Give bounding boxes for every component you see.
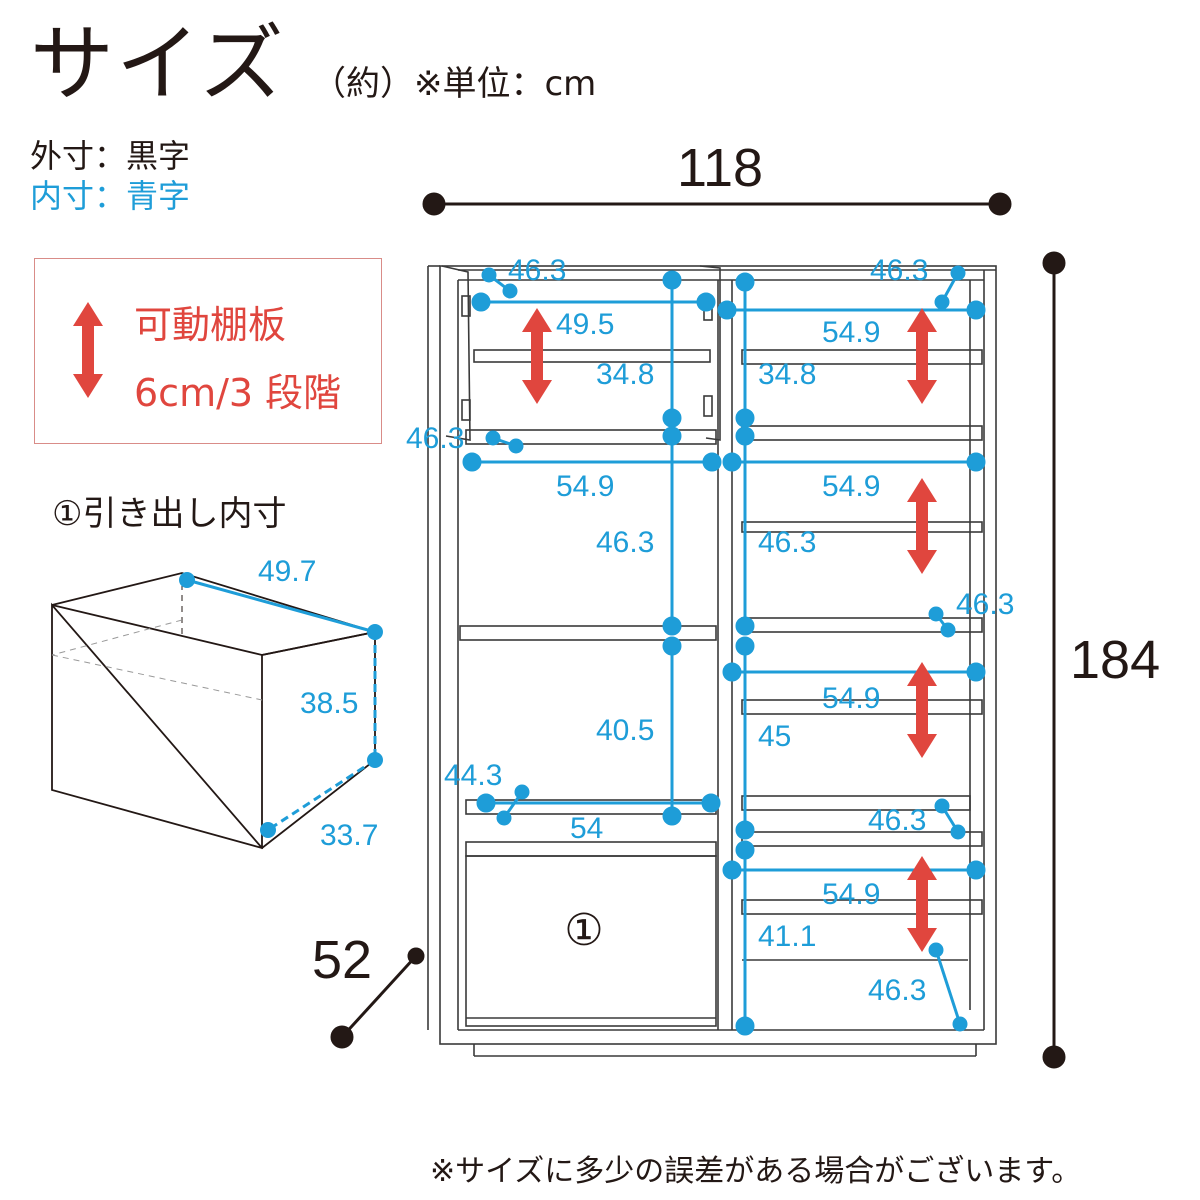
drawer-illustration	[51, 572, 376, 850]
dim-label: 54.9	[822, 316, 880, 349]
dim-label: 44.3	[444, 759, 502, 792]
unit-note: （約）※単位：cm	[312, 64, 597, 104]
inner-dimension-lines	[462, 265, 986, 1036]
dim-label: 45	[758, 720, 791, 753]
dim-label: 46.3	[406, 422, 464, 455]
outer-dimension-lines	[330, 192, 1066, 1069]
dim-label: 54	[570, 812, 603, 845]
movable-shelf-arrow-icon	[907, 308, 937, 404]
dim-label: 41.1	[758, 920, 816, 953]
dim-label: 46.3	[868, 974, 926, 1007]
drawer-width-label: 49.7	[258, 555, 316, 588]
dim-label: 46.3	[956, 588, 1014, 621]
dim-label: 54.9	[822, 878, 880, 911]
drawer-section-title: ①引き出し内寸	[52, 494, 287, 534]
page-title: サイズ	[30, 15, 286, 113]
dim-label: 46.3	[870, 254, 928, 287]
dim-label: 54.9	[822, 470, 880, 503]
dim-label: 46.3	[596, 526, 654, 559]
dim-label: 54.9	[556, 470, 614, 503]
dim-label: 46.3	[758, 526, 816, 559]
dim-label: 54.9	[822, 682, 880, 715]
legend-outer: 外寸：黒字	[30, 137, 191, 175]
outer-depth-label: 52	[312, 930, 372, 990]
dim-label: 34.8	[596, 358, 654, 391]
shelf-note-label: 可動棚板	[134, 303, 287, 347]
drawer-dimension-lines	[179, 572, 383, 838]
movable-shelf-arrow-icon	[907, 662, 937, 758]
cabinet-illustration	[427, 265, 997, 1057]
dim-label: 49.5	[556, 308, 614, 341]
shelf-note-box	[34, 258, 382, 444]
footnote: ※サイズに多少の誤差がある場合がございます。	[430, 1154, 1082, 1189]
dim-label: 46.3	[868, 804, 926, 837]
drawer-depth-label: 33.7	[320, 819, 378, 852]
movable-shelf-arrow-icon	[907, 478, 937, 574]
outer-width-label: 118	[677, 138, 763, 198]
drawer-height-label: 38.5	[300, 687, 358, 720]
dim-label: 46.3	[508, 254, 566, 287]
drawer-marker: ①	[564, 906, 603, 955]
legend-inner: 内寸：青字	[30, 177, 191, 215]
outer-height-label: 184	[1070, 630, 1160, 690]
shelf-note-step: 6cm/3 段階	[134, 371, 342, 415]
red-arrow-icon	[73, 302, 103, 398]
dim-label: 40.5	[596, 714, 654, 747]
dim-label: 34.8	[758, 358, 816, 391]
movable-shelf-arrow-icon	[522, 308, 552, 404]
